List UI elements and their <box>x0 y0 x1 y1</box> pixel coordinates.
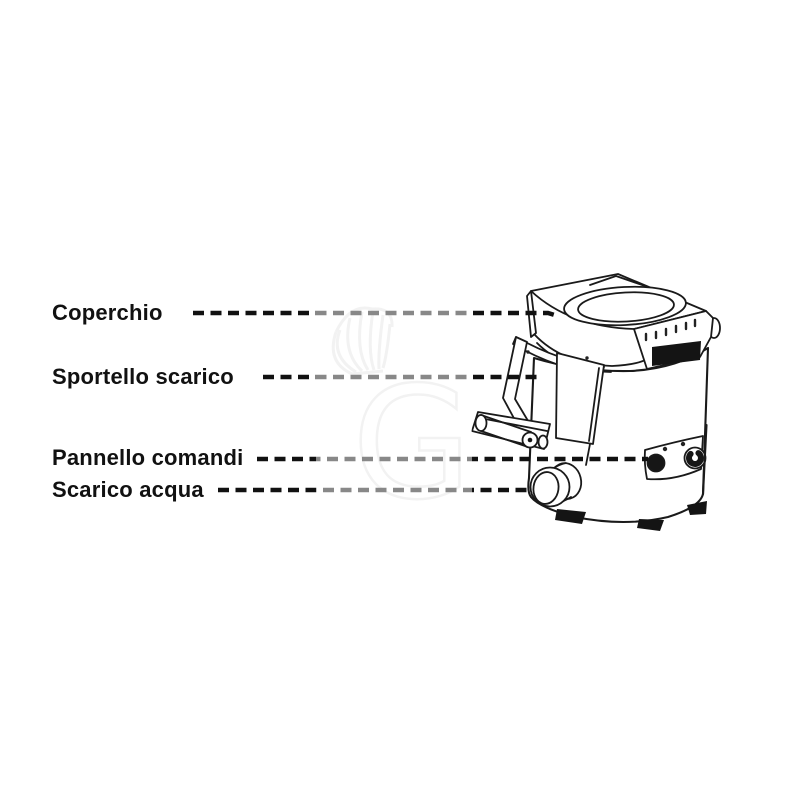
leader-line-coperchio <box>193 310 559 319</box>
lid-back-corner <box>589 275 649 288</box>
machine <box>471 273 721 531</box>
tray-roller-top <box>480 414 532 433</box>
water-drain-spout <box>529 462 583 508</box>
panel-screw <box>680 441 686 447</box>
door-screw <box>526 350 530 354</box>
foot <box>687 501 707 515</box>
label-scarico-acqua: Scarico acqua <box>52 477 204 502</box>
lid <box>526 273 721 370</box>
label-coperchio: Coperchio <box>52 300 163 325</box>
foot <box>637 519 664 531</box>
door-panel-inner-line <box>588 367 600 442</box>
control-panel <box>643 423 708 496</box>
roller-left-cap <box>474 414 488 432</box>
door-to-spout-line <box>585 443 591 466</box>
hinge-back-cap <box>537 434 549 450</box>
spout-opening <box>532 471 560 505</box>
panel-screw <box>662 446 668 452</box>
label-sportello-scarico: Sportello scarico <box>52 364 234 389</box>
body-right-edge <box>701 423 708 496</box>
collar-screw <box>585 356 589 360</box>
knob-left <box>646 453 666 473</box>
lid-handle-recess <box>652 341 701 366</box>
tray-inner-line <box>479 417 548 432</box>
knob-right-pointer <box>686 449 704 467</box>
hinge-pin <box>527 437 533 443</box>
label-pannello-comandi: Pannello comandi <box>52 445 244 470</box>
lid-vent-ticks <box>644 318 697 342</box>
tray-roller-bottom <box>480 430 529 448</box>
discharge-door <box>471 336 605 466</box>
spout-front <box>529 466 571 508</box>
machine-feet <box>555 501 707 531</box>
foot <box>555 509 586 524</box>
lid-opening-inner <box>577 291 675 323</box>
watermark-wash <box>316 298 472 504</box>
